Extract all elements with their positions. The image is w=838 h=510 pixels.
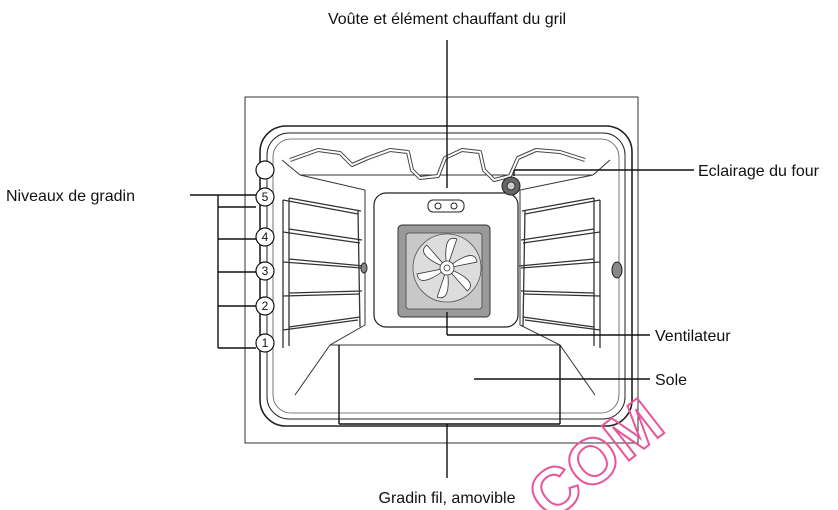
level-2-marker: 2 [255, 296, 275, 316]
right-wire-rack [518, 197, 601, 348]
level-1-number: 1 [262, 336, 269, 350]
leader-lines [338, 40, 694, 478]
level-4-marker: 4 [255, 227, 275, 247]
right-rack-knob [611, 261, 623, 279]
level-5-number: 5 [262, 190, 269, 204]
left-wire-rack [282, 197, 365, 348]
fan-icon [412, 233, 482, 303]
level-1-marker: 1 [255, 333, 275, 353]
fan-connector [427, 199, 465, 213]
label-rack: Gradin fil, amovible [379, 490, 516, 507]
level-3-marker: 3 [255, 261, 275, 281]
level-4-number: 4 [262, 230, 269, 244]
oven-outer-frame [244, 96, 639, 444]
level-2-number: 2 [262, 299, 269, 313]
level-circle-5 [255, 160, 275, 180]
label-vault: Voûte et élément chauffant du gril [328, 11, 566, 28]
label-levels: Niveaux de gradin [6, 188, 135, 205]
left-rack-knob [360, 262, 368, 274]
level-3-number: 3 [262, 264, 269, 278]
level-5-marker: 5 [255, 187, 275, 207]
label-fan: Ventilateur [655, 328, 731, 345]
watermark: COM [514, 385, 676, 510]
label-lamp: Eclairage du four [698, 163, 820, 180]
oven-lamp-icon [501, 176, 521, 196]
level-bracket [190, 194, 256, 349]
label-floor: Sole [655, 372, 687, 389]
